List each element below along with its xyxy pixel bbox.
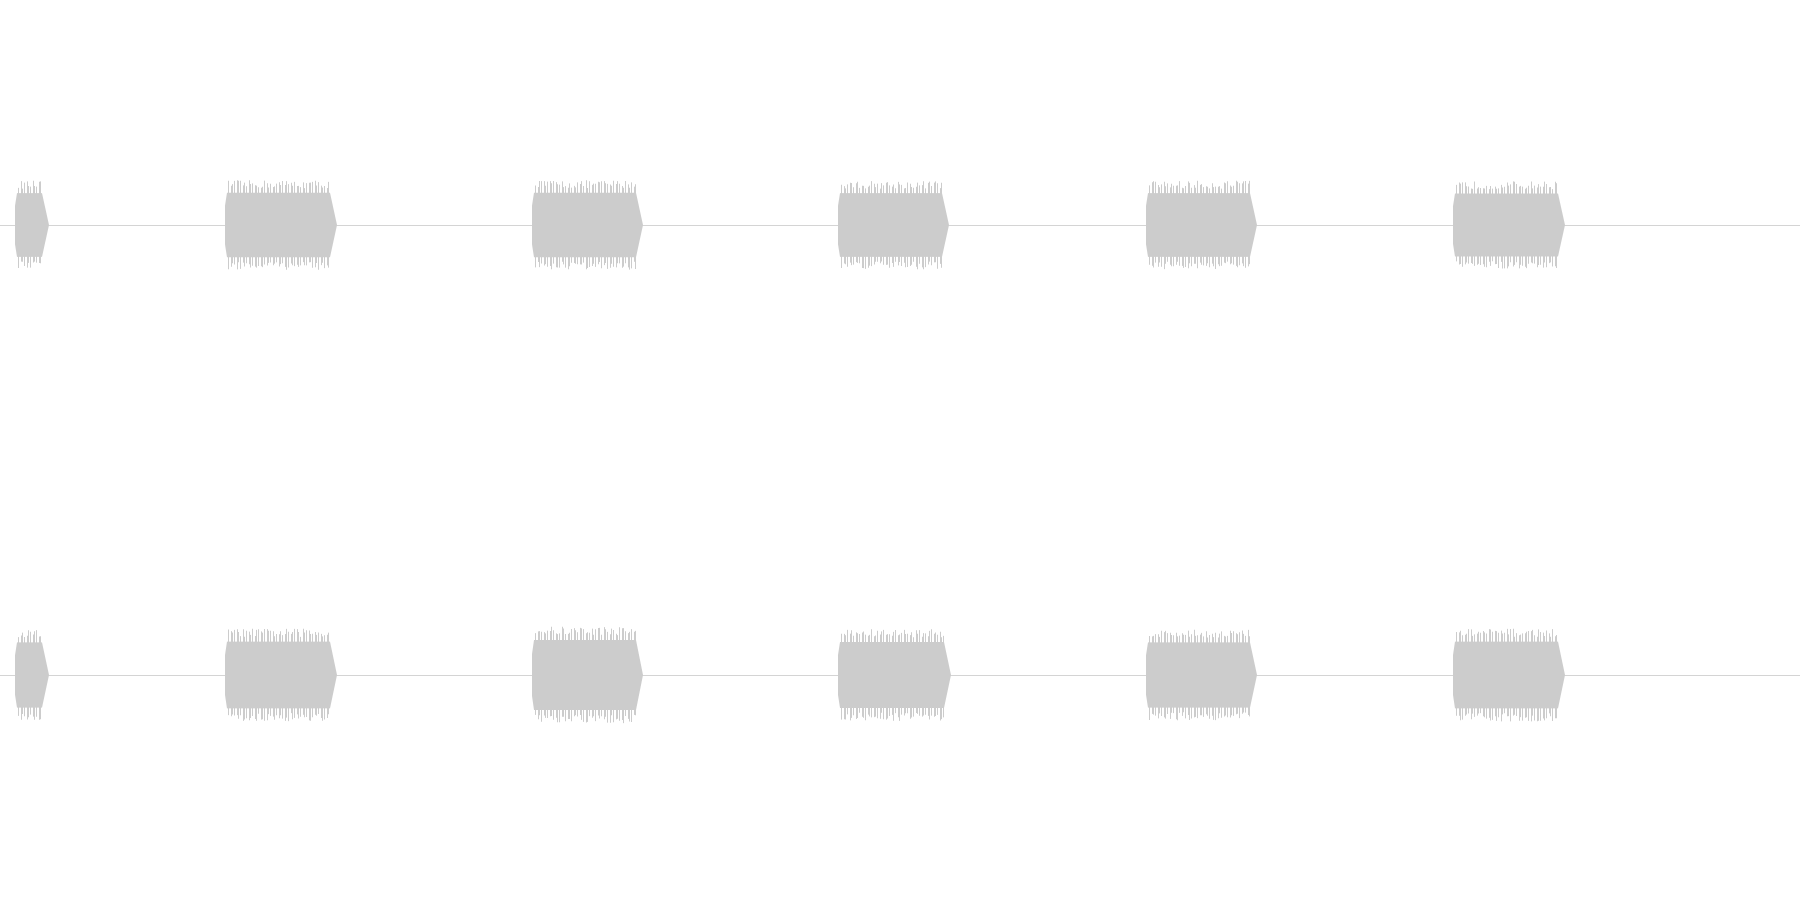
burst-body (15, 642, 49, 708)
waveform-channel-2 (0, 626, 1800, 724)
waveform-burst (1453, 181, 1565, 269)
waveform-channel-1 (0, 180, 1800, 270)
waveform-burst (15, 180, 49, 268)
waveform-burst (15, 630, 49, 720)
burst-peaks (535, 180, 636, 270)
burst-peaks (228, 180, 329, 270)
waveform-burst (838, 181, 949, 270)
burst-peaks (841, 629, 944, 721)
burst-peaks (1456, 181, 1557, 269)
waveform-burst (225, 180, 337, 270)
waveform-burst (1146, 629, 1257, 721)
burst-peaks (1456, 628, 1557, 722)
burst-peaks (535, 626, 636, 724)
burst-peaks (18, 180, 41, 268)
waveform-burst (1146, 180, 1257, 270)
waveform-burst (225, 628, 337, 722)
burst-peaks (1149, 629, 1250, 721)
channels-layer (0, 180, 1800, 724)
burst-peaks (841, 181, 942, 270)
burst-body (15, 193, 49, 257)
burst-peaks (18, 630, 41, 720)
burst-peaks (228, 628, 329, 722)
waveform-burst (838, 629, 951, 721)
waveform-burst (532, 626, 643, 724)
waveform-burst (1453, 628, 1565, 722)
waveform-burst (532, 180, 643, 270)
burst-peaks (1149, 180, 1250, 270)
